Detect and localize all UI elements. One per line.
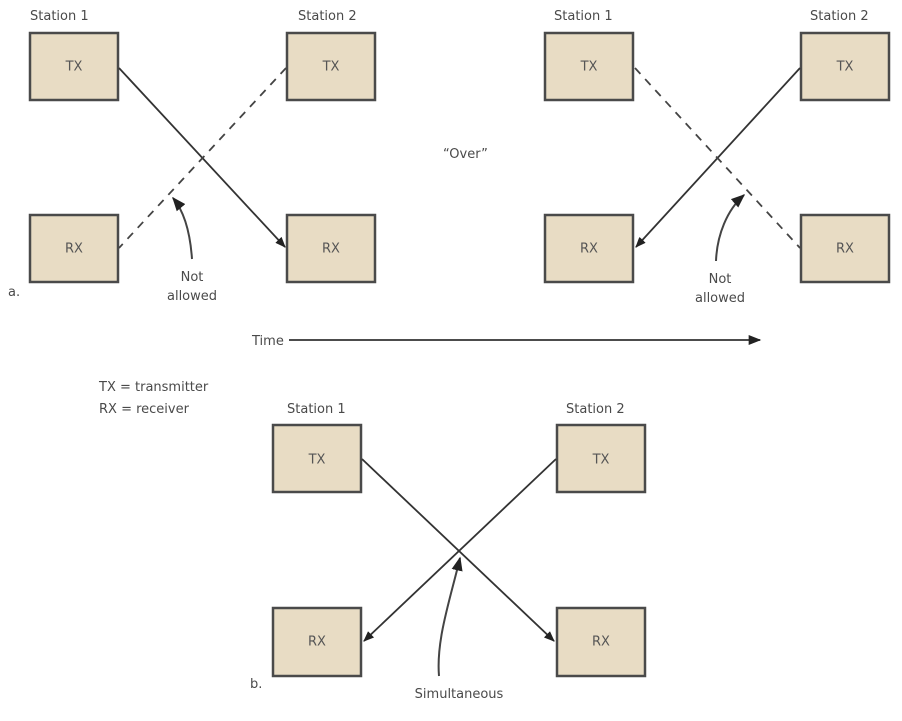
station2-rx-box: RX	[285, 213, 377, 284]
station2-rx-box: RX	[555, 606, 647, 678]
station2-tx-box: TX	[285, 31, 377, 102]
station1-label: Station 1	[287, 402, 346, 417]
station1-tx-box: TX	[543, 31, 635, 102]
part-a-right: Station 1 Station 2 TX TX RX RX Not allo…	[543, 9, 891, 306]
part-b: Station 1 Station 2 TX TX RX RX Simultan…	[250, 402, 647, 702]
blocked-link-dashed	[118, 67, 287, 249]
not-allowed-line2: allowed	[167, 289, 217, 304]
tx-label: TX	[580, 60, 598, 75]
station2-label: Station 2	[298, 9, 357, 24]
station2-tx-box: TX	[555, 423, 647, 494]
part-a-left: Station 1 Station 2 TX TX RX RX Not allo…	[8, 9, 377, 304]
blocked-link-dashed	[634, 67, 801, 249]
not-allowed-pointer	[172, 196, 193, 260]
station1-rx-box: RX	[271, 606, 363, 678]
station2-label: Station 2	[566, 402, 625, 417]
link-station1-to-station2	[361, 458, 555, 642]
station2-label: Station 2	[810, 9, 869, 24]
rx-label: RX	[322, 242, 340, 257]
not-allowed-line2: allowed	[695, 291, 745, 306]
legend: TX = transmitter RX = receiver	[98, 380, 209, 417]
rx-label: RX	[580, 242, 598, 257]
rx-label: RX	[592, 635, 610, 650]
rx-label: RX	[308, 635, 326, 650]
tx-label: TX	[836, 60, 854, 75]
rx-label: RX	[65, 242, 83, 257]
station1-label: Station 1	[554, 9, 613, 24]
time-axis: Time	[251, 334, 762, 349]
not-allowed-line1: Not	[709, 272, 732, 287]
legend-rx: RX = receiver	[99, 402, 190, 417]
time-label: Time	[251, 334, 284, 349]
part-a-label: a.	[8, 285, 20, 300]
tx-label: TX	[592, 453, 610, 468]
station2-rx-box: RX	[799, 213, 891, 284]
station1-tx-box: TX	[271, 423, 363, 494]
simultaneous-pointer	[437, 556, 463, 677]
not-allowed-pointer	[715, 194, 746, 262]
rx-label: RX	[836, 242, 854, 257]
tx-label: TX	[65, 60, 83, 75]
station1-tx-box: TX	[28, 31, 120, 102]
over-label: “Over”	[443, 147, 488, 162]
station2-tx-box: TX	[799, 31, 891, 102]
station1-label: Station 1	[30, 9, 89, 24]
tx-label: TX	[322, 60, 340, 75]
station1-rx-box: RX	[28, 213, 120, 284]
not-allowed-line1: Not	[181, 270, 204, 285]
part-b-label: b.	[250, 677, 262, 692]
station1-rx-box: RX	[543, 213, 635, 284]
legend-tx: TX = transmitter	[98, 380, 209, 395]
tx-label: TX	[308, 453, 326, 468]
simultaneous-label: Simultaneous	[415, 687, 504, 702]
link-station2-to-station1	[363, 458, 557, 642]
